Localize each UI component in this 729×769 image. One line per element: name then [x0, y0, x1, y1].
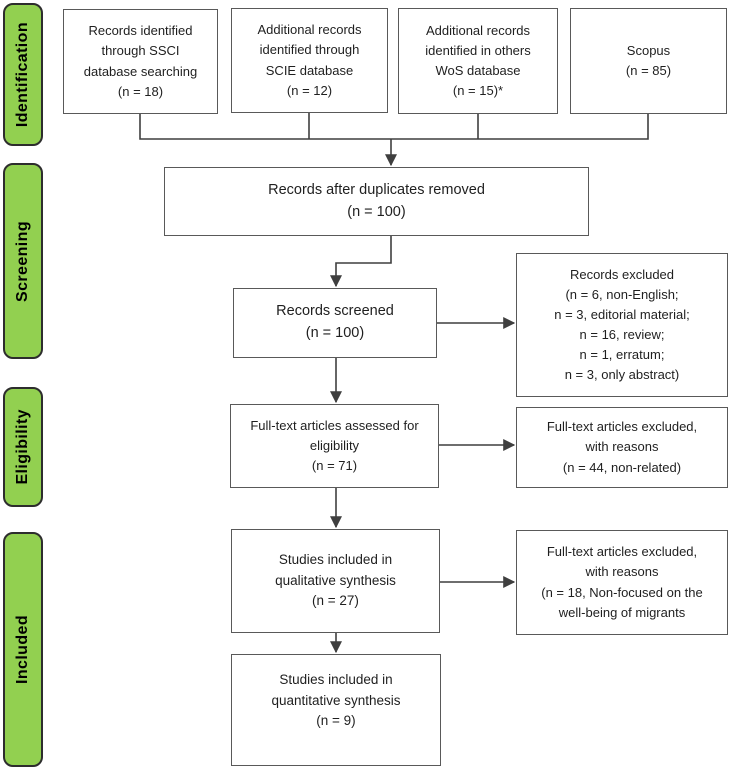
box-records-identified-ssci: Records identified through SSCI database…: [63, 9, 218, 114]
box-text: Records screened (n = 100): [276, 303, 394, 341]
arrow-duplicates-to-screened: [330, 236, 392, 288]
box-scopus: Scopus (n = 85): [570, 8, 727, 114]
box-text: Full-text articles excluded, with reason…: [541, 544, 703, 620]
stage-label-text: Screening: [14, 220, 31, 302]
box-fulltext-excluded-migrants: Full-text articles excluded, with reason…: [516, 530, 728, 635]
box-text: Scopus (n = 85): [625, 42, 672, 78]
box-text: Additional records identified through SC…: [257, 22, 362, 98]
stage-label-text: Eligibility: [14, 409, 31, 485]
box-text: Full-text articles excluded, with reason…: [546, 419, 698, 475]
box-duplicates-removed: Records after duplicates removed (n = 10…: [164, 167, 589, 236]
stage-label-eligibility: Eligibility: [3, 387, 43, 507]
box-text: Additional records identified in others …: [425, 22, 531, 99]
box-text: Studies included in quantitative synthes…: [271, 671, 401, 729]
box-text: Records excluded (n = 6, non-English; n …: [554, 266, 690, 383]
stage-label-text: Included: [14, 615, 31, 684]
box-text: Records identified through SSCI database…: [83, 23, 198, 99]
box-fulltext-excluded-reasons: Full-text articles excluded, with reason…: [516, 407, 728, 488]
box-records-excluded: Records excluded (n = 6, non-English; n …: [516, 253, 728, 397]
box-additional-records-scie: Additional records identified through SC…: [231, 8, 388, 113]
box-text: Studies included in qualitative synthesi…: [275, 551, 396, 609]
stage-label-text: Identification: [14, 21, 31, 128]
stage-label-identification: Identification: [3, 3, 43, 146]
box-fulltext-assessed: Full-text articles assessed for eligibil…: [230, 404, 439, 488]
box-quantitative-synthesis: Studies included in quantitative synthes…: [231, 654, 441, 766]
top-merge-connector: [139, 113, 649, 140]
box-qualitative-synthesis: Studies included in qualitative synthesi…: [231, 529, 440, 633]
box-records-screened: Records screened (n = 100): [233, 288, 437, 358]
stage-label-included: Included: [3, 532, 43, 767]
box-additional-records-wos: Additional records identified in others …: [398, 8, 558, 114]
box-text: Full-text articles assessed for eligibil…: [250, 417, 419, 473]
box-text: Records after duplicates removed (n = 10…: [268, 181, 485, 220]
stage-label-screening: Screening: [3, 163, 43, 359]
